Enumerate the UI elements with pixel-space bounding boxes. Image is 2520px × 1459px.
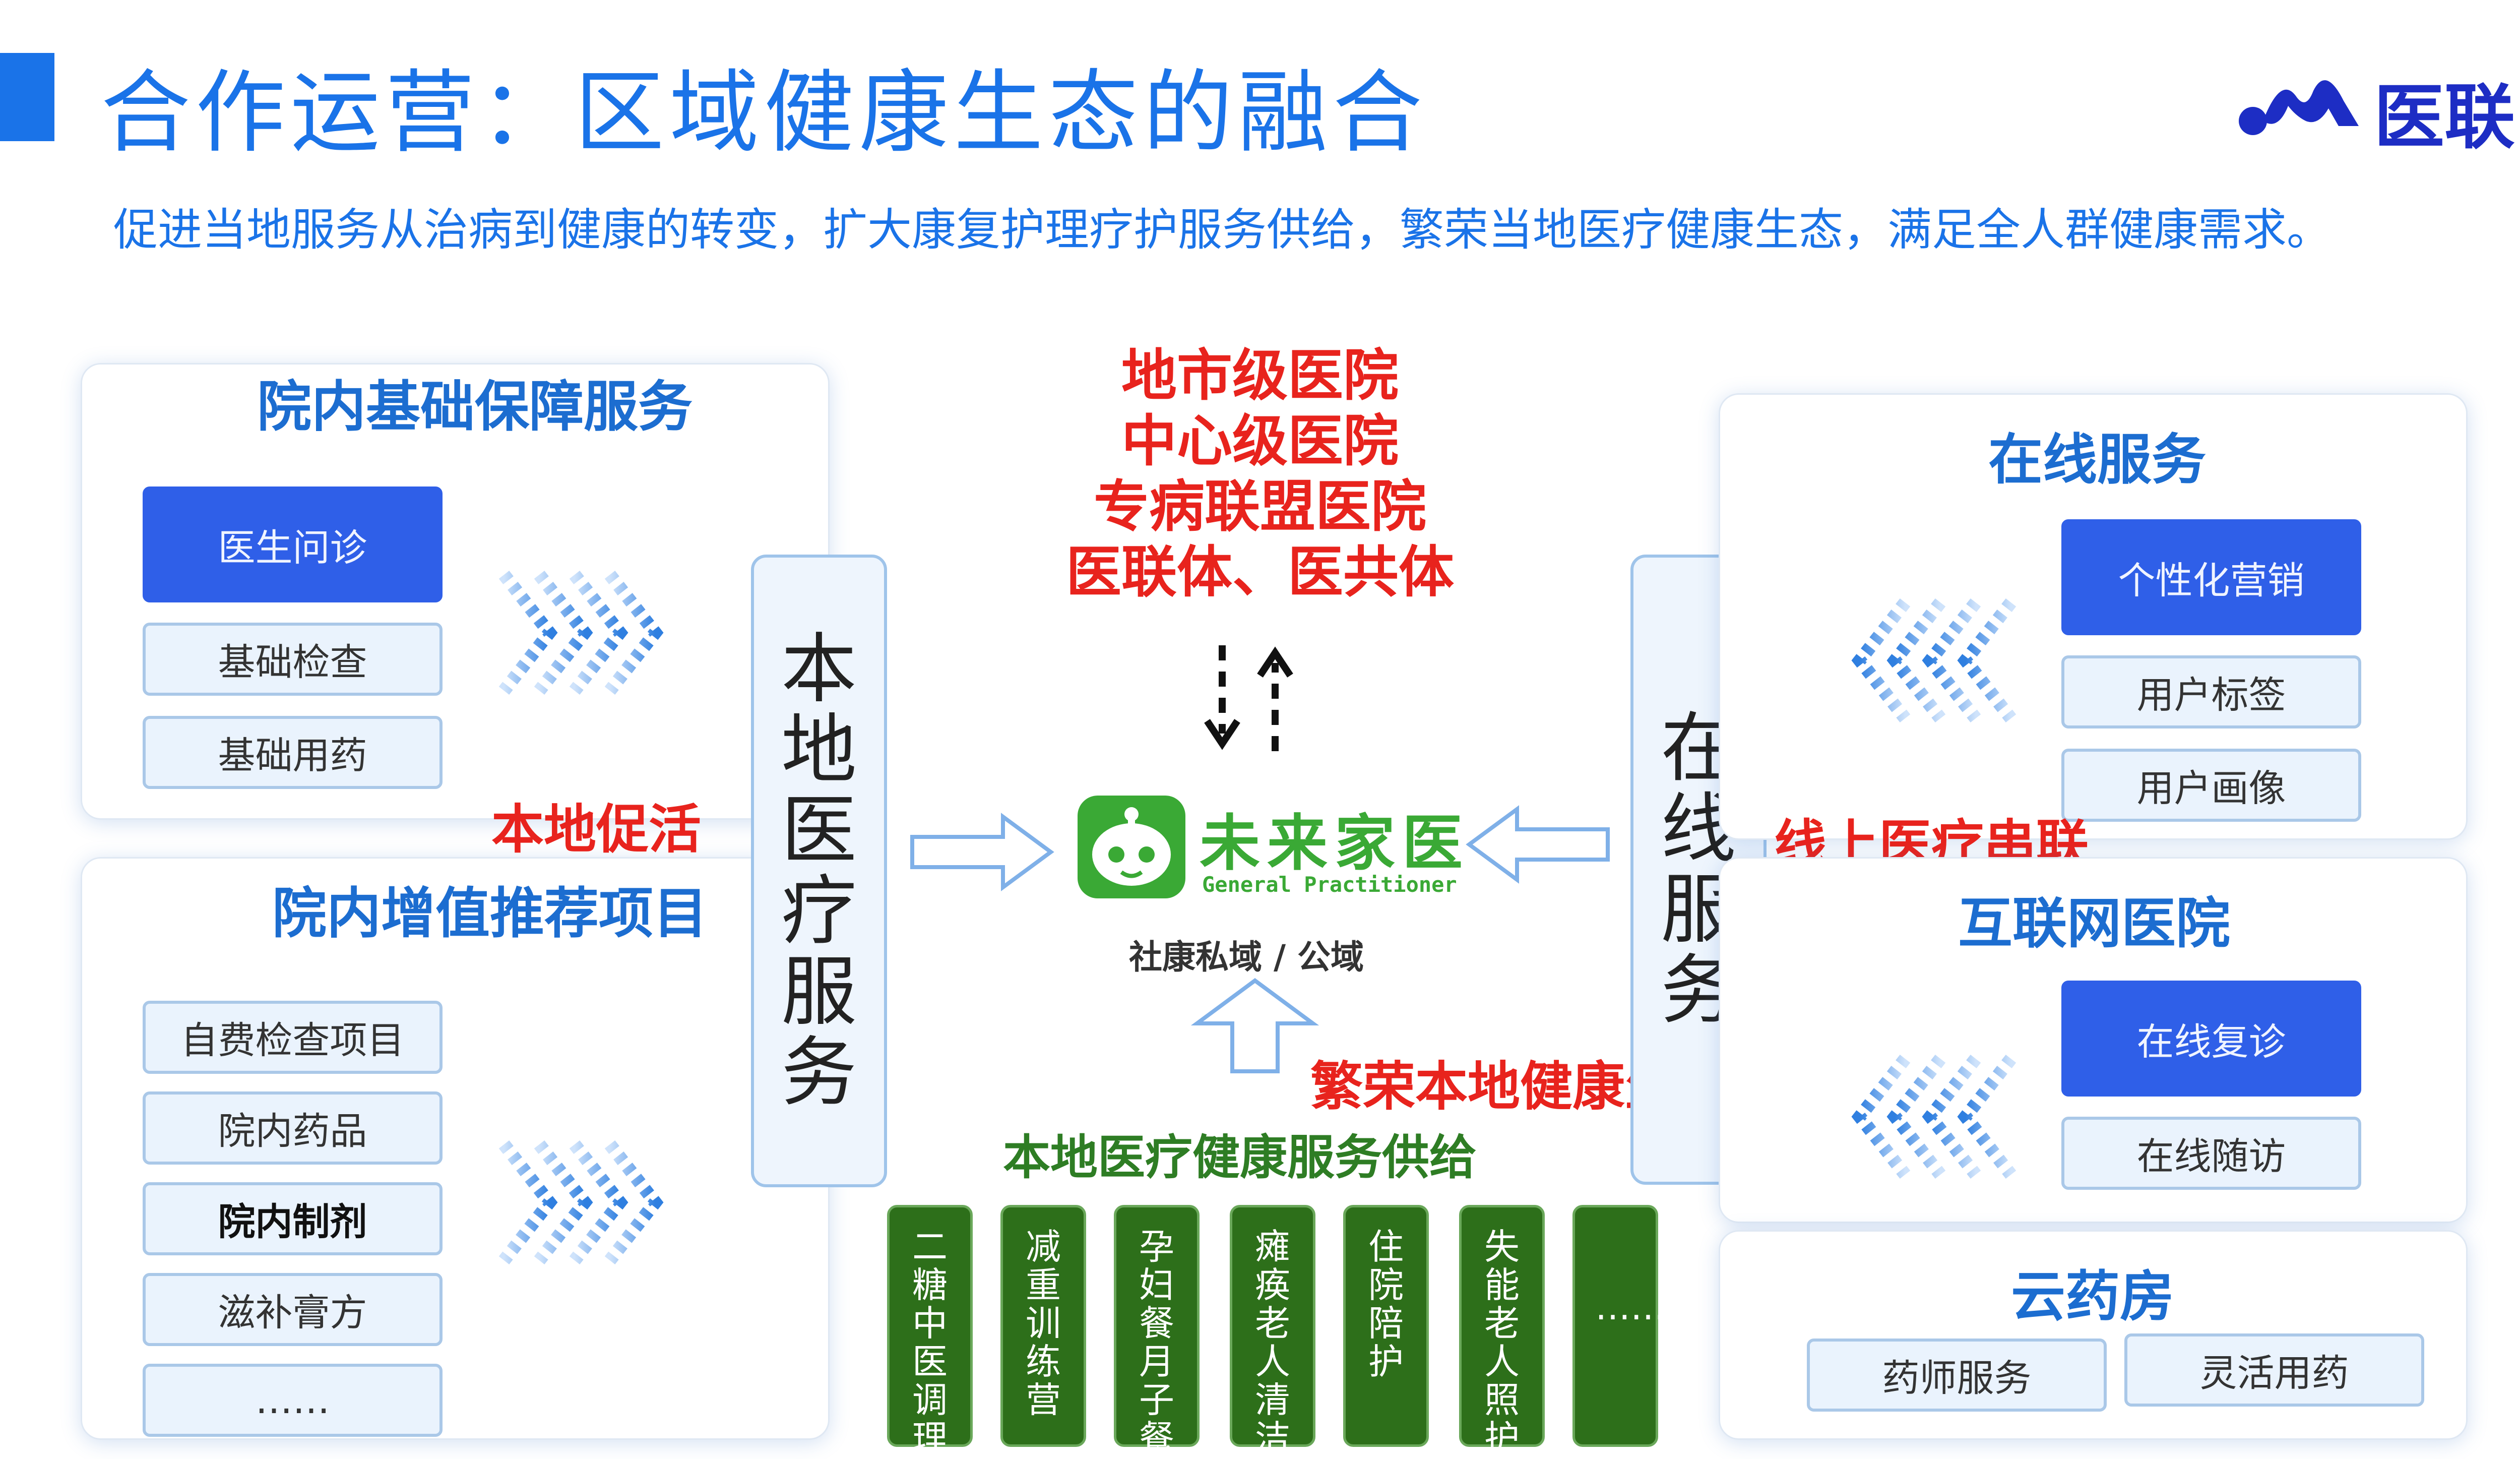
- title-accent-bar: [0, 53, 54, 141]
- hospital-item: 地市级医院: [1121, 343, 1399, 408]
- logo-title: 未来家医: [1200, 809, 1470, 879]
- hospital-list: 地市级医院 中心级医院 专病联盟医院 医联体、医共体: [1038, 343, 1482, 605]
- item-doctor-consult: 医生问诊: [143, 487, 443, 602]
- service-block: 住院陪护: [1343, 1205, 1429, 1447]
- vbox-char: 服: [781, 948, 857, 1036]
- hospital-item: 中心级医院: [1121, 409, 1399, 473]
- item-user-profile: 用户画像: [2061, 749, 2361, 822]
- chevron-arrows-left-icon: [1851, 1054, 2017, 1179]
- service-block: 失能老人照护: [1459, 1205, 1545, 1457]
- item-flexible-medication: 灵活用药: [2124, 1333, 2424, 1407]
- service-block: 瘫痪老人清洁: [1230, 1205, 1315, 1457]
- item-tonic-paste: 滋补膏方: [143, 1273, 443, 1346]
- service-block: 二糖中医调理: [887, 1205, 973, 1457]
- hollow-arrow-left-icon: [1466, 805, 1610, 884]
- service-block-text: 孕妇餐月子餐: [1139, 1226, 1174, 1459]
- panel-online-services-title: 在线服务: [1988, 429, 2207, 492]
- panel-internet-hospital-title: 互联网医院: [1958, 892, 2231, 955]
- future-family-doctor-logo: 未来家医 General Practitioner: [1074, 792, 1477, 907]
- chevron-arrows-left-icon: [1851, 598, 2017, 723]
- item-more: ……: [143, 1364, 443, 1437]
- brand-logo-text: 医联: [2374, 77, 2515, 159]
- vbox-char: 务: [781, 1028, 857, 1117]
- brand-logo-icon: [2239, 80, 2359, 135]
- vbox-char: 本: [781, 625, 857, 713]
- chevron-arrows-right-icon: [498, 570, 664, 695]
- service-block-text: 减重训练营: [1026, 1226, 1061, 1421]
- vbox-char: 疗: [781, 867, 857, 955]
- hospital-item: 医联体、医共体: [1066, 540, 1454, 604]
- service-block-text: 瘫痪老人清洁: [1255, 1226, 1290, 1459]
- service-block: 减重训练营: [1000, 1205, 1086, 1447]
- vbox-char: 地: [781, 706, 857, 794]
- service-block-text: ……: [1595, 1287, 1666, 1328]
- item-online-followup: 在线随访: [2061, 1117, 2361, 1190]
- hollow-arrow-right-icon: [910, 813, 1054, 891]
- hollow-arrow-up-icon: [1190, 978, 1319, 1073]
- page-title: 合作运营：区域健康生态的融合: [101, 60, 1427, 165]
- local-medical-service-box: 本 地 医 疗 服 务: [751, 555, 887, 1187]
- item-basic-medication: 基础用药: [143, 716, 443, 789]
- logo-subtitle: General Practitioner: [1202, 872, 1457, 897]
- service-block-text: 住院陪护: [1368, 1226, 1404, 1382]
- item-basic-exam: 基础检查: [143, 623, 443, 696]
- item-selfpay-exam: 自费检查项目: [143, 1001, 443, 1074]
- item-personalized-marketing: 个性化营销: [2061, 519, 2361, 635]
- domain-text: 社康私域 / 公域: [1129, 938, 1364, 977]
- service-block-text: 失能老人照护: [1484, 1226, 1520, 1459]
- label-local-activation: 本地促活: [491, 799, 702, 860]
- service-block: ……: [1572, 1205, 1666, 1447]
- robot-face-icon: [1078, 796, 1185, 898]
- chevron-arrows-right-icon: [498, 1140, 664, 1265]
- item-hospital-preparation: 院内制剂: [143, 1182, 443, 1255]
- item-user-tags: 用户标签: [2061, 655, 2361, 728]
- panel-basic-services-title: 院内基础保障服务: [257, 376, 693, 439]
- bidirectional-dashed-arrows-icon: [1204, 645, 1293, 751]
- vbox-char: 医: [781, 786, 857, 875]
- panel-value-added-title: 院内增值推荐项目: [272, 882, 708, 945]
- service-block: 孕妇餐月子餐: [1114, 1205, 1200, 1457]
- item-hospital-drugs: 院内药品: [143, 1091, 443, 1165]
- panel-cloud-pharmacy-title: 云药房: [2011, 1265, 2175, 1328]
- local-supply-title: 本地医疗健康服务供给: [1003, 1130, 1477, 1185]
- brand-logo: 医联: [2238, 66, 2520, 159]
- item-online-revisit: 在线复诊: [2061, 981, 2361, 1097]
- page-subtitle: 促进当地服务从治病到健康的转变，扩大康复护理疗护服务供给，繁荣当地医疗健康生态，…: [113, 204, 2332, 256]
- item-pharmacist-service: 药师服务: [1807, 1339, 2107, 1412]
- hospital-item: 专病联盟医院: [1094, 474, 1426, 539]
- service-block-text: 二糖中医调理: [912, 1226, 948, 1459]
